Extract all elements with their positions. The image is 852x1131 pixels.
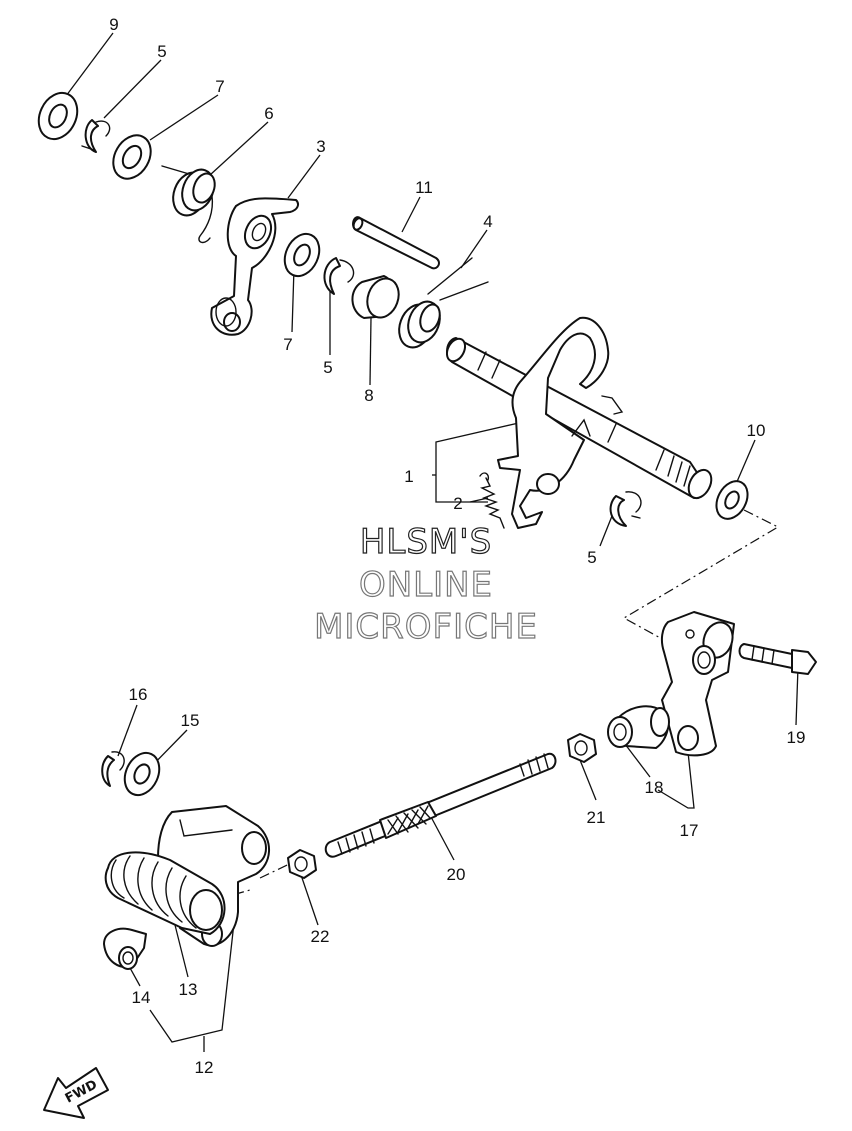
callout-20: 20 bbox=[447, 865, 466, 884]
watermark-line-3: MICROFICHE bbox=[314, 607, 538, 647]
callout-18: 18 bbox=[645, 778, 664, 797]
washer-part-7-top bbox=[112, 134, 152, 180]
nut-part-21 bbox=[567, 733, 597, 763]
watermark-line-1: HLSM'S bbox=[360, 522, 492, 562]
callout-5-mid: 5 bbox=[323, 358, 332, 377]
washer-part-7-mid bbox=[283, 232, 321, 278]
watermark-line-2: ONLINE bbox=[359, 565, 493, 605]
callout-5-right: 5 bbox=[587, 548, 596, 567]
shift-arm-part-17 bbox=[660, 611, 735, 757]
callout-3: 3 bbox=[316, 137, 325, 156]
callout-2: 2 bbox=[453, 494, 462, 513]
callout-17: 17 bbox=[680, 821, 699, 840]
callout-11: 11 bbox=[415, 178, 433, 197]
callout-6: 6 bbox=[264, 104, 273, 123]
callout-15: 15 bbox=[181, 711, 200, 730]
callout-21: 21 bbox=[587, 808, 606, 827]
nut-part-22 bbox=[287, 849, 317, 879]
circlip-part-5-mid bbox=[323, 257, 355, 295]
callout-5-top: 5 bbox=[157, 42, 166, 61]
spring-part-6 bbox=[161, 165, 216, 244]
callout-16: 16 bbox=[129, 685, 148, 704]
washer-part-10 bbox=[715, 480, 749, 520]
end-cap-part-14 bbox=[103, 927, 147, 970]
callout-8: 8 bbox=[364, 386, 373, 405]
callout-19: 19 bbox=[787, 728, 806, 747]
callout-1: 1 bbox=[404, 467, 413, 486]
stopper-lever-part-3 bbox=[210, 197, 299, 336]
collar-part-8 bbox=[351, 275, 400, 319]
ball-joint-part-18 bbox=[607, 705, 670, 749]
washer-part-9 bbox=[37, 91, 79, 141]
callout-12: 12 bbox=[195, 1058, 214, 1077]
watermark: HLSM'S ONLINE MICROFICHE bbox=[313, 521, 538, 647]
callout-9: 9 bbox=[109, 15, 118, 34]
circlip-part-16 bbox=[101, 751, 125, 787]
washer-part-15 bbox=[123, 751, 161, 797]
rubber-boot-part-13 bbox=[104, 851, 226, 935]
bolt-part-19 bbox=[738, 643, 817, 675]
callout-13: 13 bbox=[179, 980, 198, 999]
circlip-part-5-top bbox=[81, 119, 111, 153]
spring-part-2 bbox=[479, 472, 505, 529]
callout-7-mid: 7 bbox=[283, 335, 292, 354]
fwd-arrow-icon: FWD bbox=[43, 1067, 109, 1119]
pin-part-11 bbox=[352, 216, 440, 270]
callout-7-top: 7 bbox=[215, 77, 224, 96]
circlip-part-5-right bbox=[609, 491, 642, 527]
callout-22: 22 bbox=[311, 927, 330, 946]
callout-10: 10 bbox=[747, 421, 766, 440]
shift-shaft-part-1 bbox=[445, 316, 713, 529]
callout-4: 4 bbox=[483, 212, 492, 231]
shift-rod-part-20 bbox=[324, 752, 557, 858]
callout-numbers: 9 5 7 6 3 11 4 7 5 8 10 1 2 5 16 15 19 1… bbox=[109, 15, 805, 1077]
leader-lines bbox=[65, 32, 799, 1052]
spring-part-4 bbox=[398, 257, 489, 349]
callout-14: 14 bbox=[132, 988, 151, 1007]
